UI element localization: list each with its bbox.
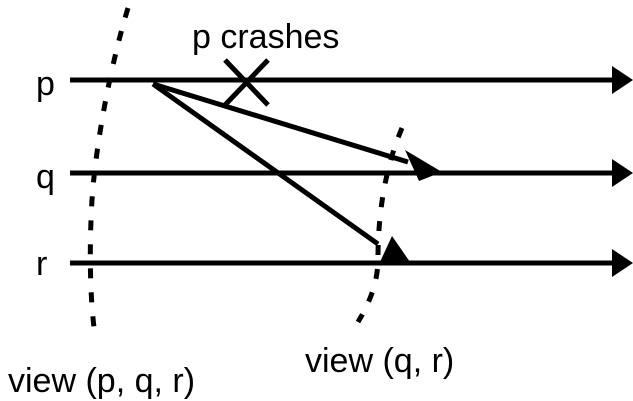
view-label-qr: view (q, r) [305,342,454,380]
crash-label: p crashes [192,18,339,56]
timeline-r [70,249,633,277]
process-label-q: q [36,158,55,196]
timeline-q [70,159,633,187]
view-boundary-qr [355,127,405,324]
message-p-to-q [152,81,442,181]
message-p-to-r [151,81,410,262]
view-label-pqr: view (p, q, r) [8,362,195,400]
process-label-p: p [36,65,55,103]
view-boundary-pqr [87,7,131,336]
timeline-p [70,66,633,94]
crash-x-icon [223,58,270,107]
process-label-r: r [36,245,47,283]
